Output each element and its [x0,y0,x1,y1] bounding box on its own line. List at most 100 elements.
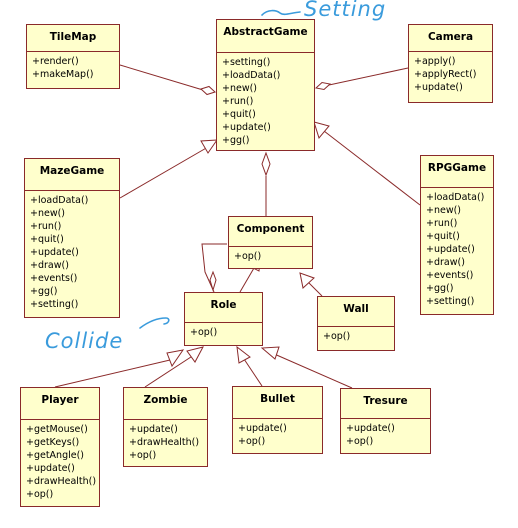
operation: +op() [190,327,218,338]
operation: +new() [222,83,258,94]
class-rpggame[interactable]: RPGGame +loadData() +new() +run() +quit(… [420,155,494,315]
operation-list: +op() [185,323,262,339]
class-tilemap[interactable]: TileMap +render() +makeMap() [26,24,120,89]
operation-list: +apply() +applyRect() +update() [409,52,492,94]
class-name: Role [185,293,262,323]
inherit-arrow-bullet [236,345,251,364]
operation: +draw() [30,260,69,271]
inherit-arrow-player [166,349,185,368]
operation: +quit() [426,231,460,242]
operation: +gg() [30,286,58,297]
class-camera[interactable]: Camera +apply() +applyRect() +update() [408,24,493,103]
operation: +update() [129,424,178,435]
operation-list: +loadData() +new() +run() +quit() +updat… [25,191,119,311]
operation: +getAngle() [26,450,85,461]
operation: +loadData() [30,195,89,206]
operation: +op() [234,251,262,262]
operation: +getKeys() [26,437,80,448]
class-name: Component [229,217,312,247]
operation: +gg() [426,283,454,294]
inherit-player [54,359,171,388]
aggregation-diamond-component [261,151,271,177]
operation: +run() [222,96,254,107]
operation: +run() [30,221,62,232]
operation-list: +render() +makeMap() [27,52,119,81]
operation: +quit() [222,109,256,120]
inherit-tresure [271,352,353,389]
aggregation-diamond-tilemap [200,85,216,96]
operation-list: +op() [229,247,312,263]
aggregation-diamond-role [209,270,217,292]
operation: +loadData() [222,70,281,81]
link-tilemap-abstractgame [119,64,204,91]
operation: +update() [426,244,475,255]
operation: +applyRect() [414,69,477,80]
operation: +render() [32,56,79,67]
inherit-role [239,267,255,293]
inherit-arrow-mazegame [200,139,218,154]
link-role-component-loop [201,243,227,293]
operation: +setting() [426,296,475,307]
annotation-setting: Setting [304,0,387,21]
annotation-collide: Collide [45,329,124,353]
annotation-stroke-collide [139,317,170,329]
class-tresure[interactable]: Tresure +update() +op() [340,388,431,454]
operation: +gg() [222,135,250,146]
class-name: Player [21,388,99,420]
operation-list: +update() +op() [233,419,322,448]
class-name: Tresure [341,389,430,419]
inherit-arrow-wall [299,272,315,289]
operation: +new() [426,205,462,216]
operation: +makeMap() [32,69,94,80]
class-bullet[interactable]: Bullet +update() +op() [232,386,323,454]
class-zombie[interactable]: Zombie +update() +drawHealth() +op() [123,387,208,467]
class-name: Zombie [124,388,207,420]
link-camera-abstractgame [328,67,409,86]
operation: +update() [222,122,271,133]
inherit-zombie [144,354,195,388]
annotation-stroke-setting [261,9,301,16]
operation: +update() [30,247,79,258]
operation: +run() [426,218,458,229]
class-name: MazeGame [25,159,119,191]
operation: +drawHealth() [26,476,97,487]
operation: +new() [30,208,66,219]
class-role[interactable]: Role +op() [184,292,263,346]
inherit-arrow-tresure [260,346,280,360]
class-component[interactable]: Component +op() [228,216,313,269]
class-player[interactable]: Player +getMouse() +getKeys() +getAngle(… [20,387,100,507]
operation-list: +getMouse() +getKeys() +getAngle() +upda… [21,420,99,501]
aggregation-diamond-camera [314,81,332,91]
operation: +op() [238,436,266,447]
operation: +quit() [30,234,64,245]
inherit-arrow-zombie [186,346,204,363]
operation: +update() [26,463,75,474]
operation: +loadData() [426,192,485,203]
operation-list: +op() [318,327,394,343]
class-name: Wall [318,297,394,327]
inherit-bullet [243,358,263,387]
inherit-rpggame [323,130,421,206]
operation: +op() [26,489,54,500]
inherit-arrow-rpggame [313,121,330,140]
inherit-mazegame [119,146,209,199]
class-name: AbstractGame [217,20,314,53]
class-mazegame[interactable]: MazeGame +loadData() +new() +run() +quit… [24,158,120,318]
operation: +apply() [414,56,456,67]
class-wall[interactable]: Wall +op() [317,296,395,351]
operation: +update() [414,82,463,93]
operation: +op() [323,331,351,342]
operation-list: +setting() +loadData() +new() +run() +qu… [217,53,314,147]
operation: +setting() [222,57,271,68]
operation: +drawHealth() [129,437,200,448]
class-abstractgame[interactable]: AbstractGame +setting() +loadData() +new… [216,19,315,151]
operation-list: +update() +drawHealth() +op() [124,420,207,462]
operation: +update() [238,423,287,434]
class-name: RPGGame [421,156,493,188]
operation-list: +update() +op() [341,419,430,448]
operation: +events() [426,270,474,281]
operation: +update() [346,423,395,434]
operation: +getMouse() [26,424,88,435]
